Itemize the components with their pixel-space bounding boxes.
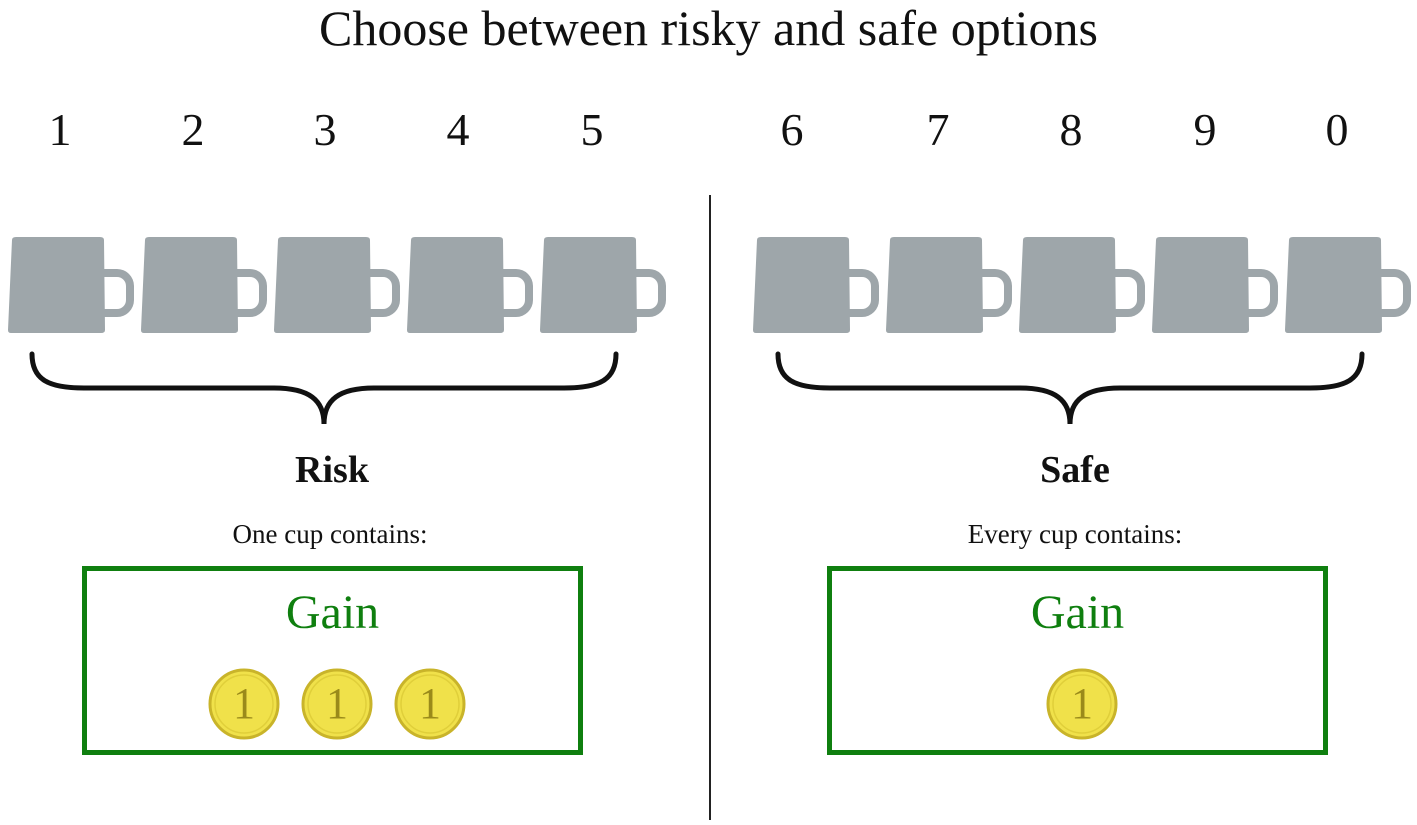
coin-value: 1: [233, 679, 255, 728]
risk-option-title: Risk: [295, 449, 369, 491]
coin-icon: 1: [1046, 668, 1118, 740]
mug-icon[interactable]: [1019, 235, 1149, 337]
mug-icon[interactable]: [407, 235, 537, 337]
mug-icon[interactable]: [540, 235, 670, 337]
mug-icon[interactable]: [141, 235, 271, 337]
risk-outcome-label: Gain: [285, 586, 380, 639]
key-label-5: 5: [580, 104, 604, 155]
key-label-8: 8: [1059, 104, 1083, 155]
mug-icon[interactable]: [886, 235, 1016, 337]
mug-icon[interactable]: [274, 235, 404, 337]
risk-option-description: One cup contains:: [232, 519, 428, 549]
key-label-1: 1: [48, 104, 72, 155]
coin-value: 1: [1071, 679, 1093, 728]
key-label-3: 3: [313, 104, 337, 155]
mug-icon[interactable]: [1285, 235, 1415, 337]
safe-option-description: Every cup contains:: [967, 519, 1183, 549]
key-label-7: 7: [926, 104, 950, 155]
safe-option-title: Safe: [1040, 449, 1110, 491]
key-label-4: 4: [446, 104, 470, 155]
coin-value: 1: [326, 679, 348, 728]
risk-outcome-box[interactable]: Gain 1 1 1: [82, 566, 583, 755]
curly-brace-icon: [29, 351, 619, 425]
safe-outcome-box[interactable]: Gain 1: [827, 566, 1328, 755]
mug-icon[interactable]: [8, 235, 138, 337]
curly-brace-icon: [775, 351, 1365, 425]
mug-icon[interactable]: [1152, 235, 1282, 337]
key-label-2: 2: [181, 104, 205, 155]
coin-icon: 1: [394, 668, 466, 740]
key-label-9: 9: [1193, 104, 1217, 155]
page-title: Choose between risky and safe options: [318, 0, 1098, 56]
mug-icon[interactable]: [753, 235, 883, 337]
key-label-6: 6: [780, 104, 804, 155]
coin-icon: 1: [208, 668, 280, 740]
divider: [709, 195, 711, 820]
coin-icon: 1: [301, 668, 373, 740]
coin-value: 1: [419, 679, 441, 728]
key-label-0: 0: [1325, 104, 1349, 155]
safe-outcome-label: Gain: [1030, 586, 1125, 639]
